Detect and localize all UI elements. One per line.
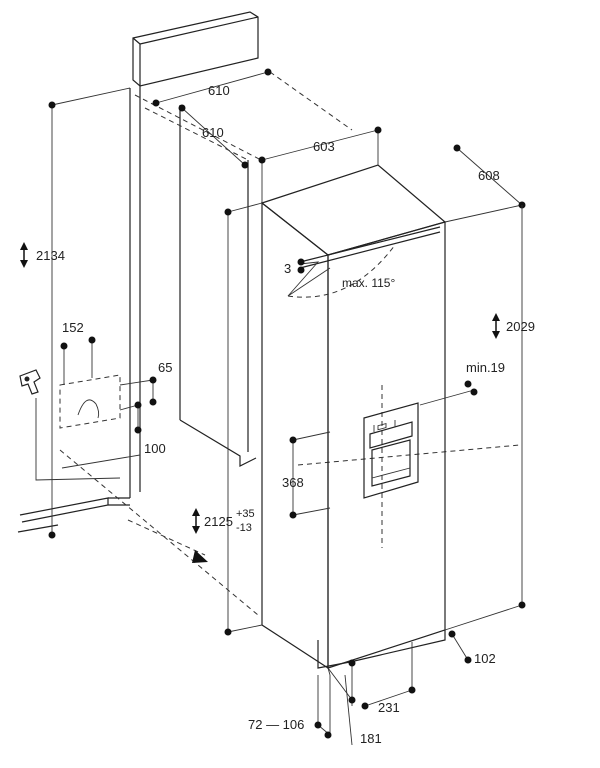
- door-swing-arc: [287, 244, 396, 298]
- water-tap-icon: [19, 369, 41, 395]
- label-water-height: 100: [144, 441, 166, 456]
- label-water-width: 152: [62, 320, 84, 335]
- label-niche-width: 610: [208, 83, 230, 98]
- appliance-top: [260, 164, 447, 256]
- label-plinth-depth: 102: [474, 651, 496, 666]
- label-handle-clearance: min.19: [466, 360, 505, 375]
- double-arrow-icon: [192, 508, 200, 534]
- double-arrow-icon: [492, 313, 500, 339]
- dispenser-panel: [363, 402, 419, 499]
- label-appliance-depth: 608: [478, 168, 500, 183]
- label-install-height-minus: -13: [236, 522, 252, 534]
- label-door-gap: 3: [284, 261, 291, 276]
- label-toe-kick: 181: [360, 731, 382, 746]
- dimension-labels: 2134 610 610 603 608 2029 max. 115° 3 15…: [36, 83, 535, 746]
- niche-dashed-outline: [59, 71, 521, 616]
- label-niche-depth: 610: [202, 125, 224, 140]
- double-arrow-icon: [20, 242, 28, 268]
- label-water-offset: 65: [158, 360, 172, 375]
- dispenser: [363, 402, 419, 499]
- label-dispenser-height: 368: [282, 475, 304, 490]
- label-appliance-width: 603: [313, 139, 335, 154]
- water-connection: [19, 369, 121, 429]
- label-appliance-height: 2029: [506, 319, 535, 334]
- niche-top-panel: [132, 11, 259, 87]
- arrows: [20, 242, 500, 563]
- label-niche-height: 2134: [36, 248, 65, 263]
- label-plinth-height-range: 72 — 106: [248, 717, 304, 732]
- niche-frame: [17, 11, 259, 533]
- label-door-angle: max. 115°: [342, 276, 395, 290]
- push-direction-arrow-icon: [192, 550, 208, 563]
- label-install-height-plus: +35: [236, 508, 255, 520]
- appliance-side-panel: [261, 201, 329, 670]
- label-install-height: 2125: [204, 514, 233, 529]
- dimension-lines: [48, 68, 526, 746]
- label-foot-distance: 231: [378, 700, 400, 715]
